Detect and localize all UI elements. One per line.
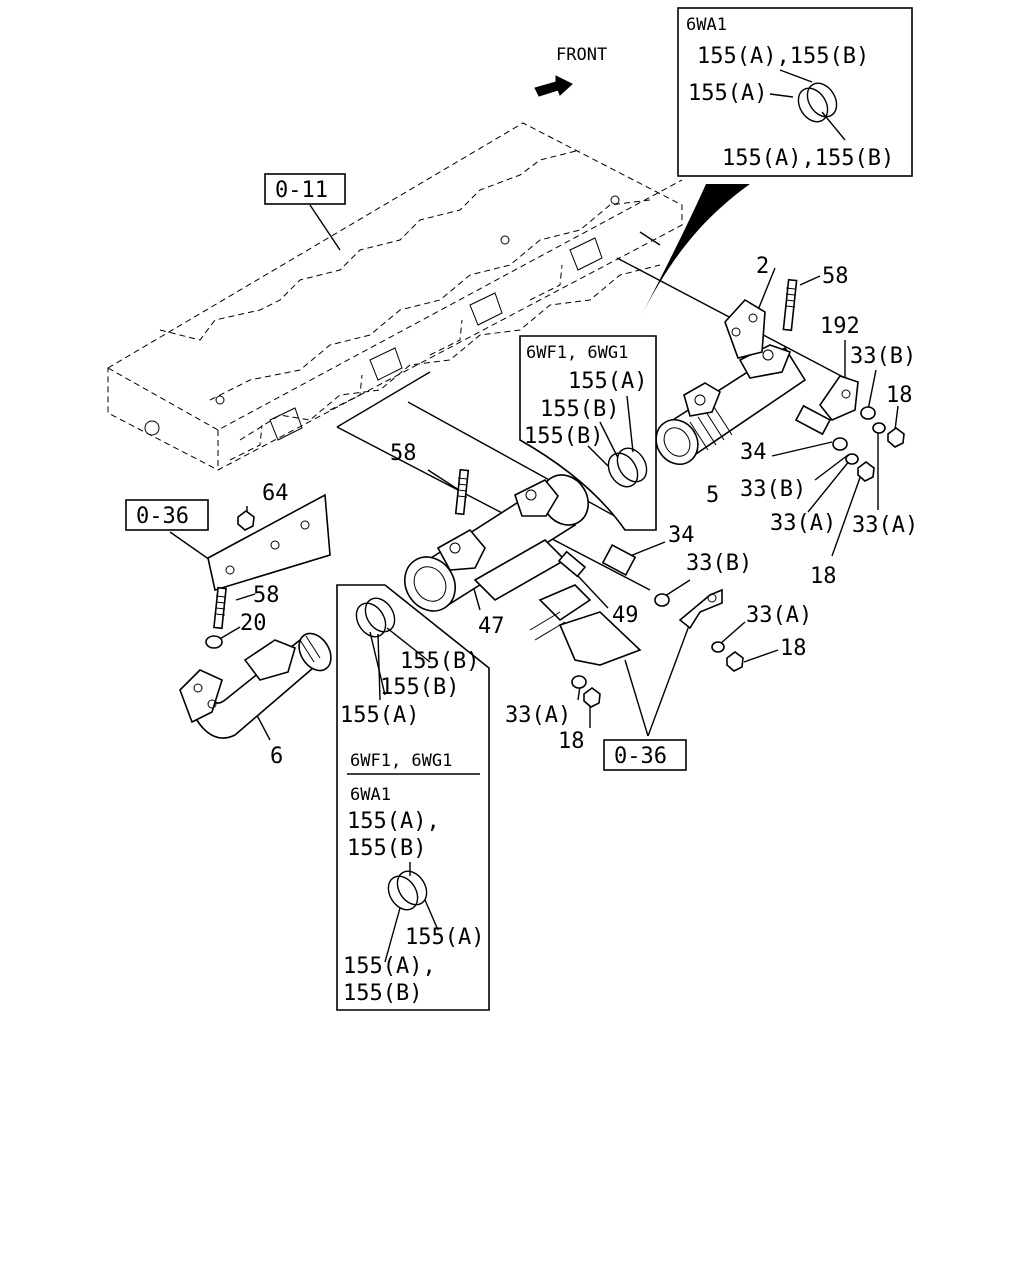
callout-18-3: 18 (780, 636, 807, 661)
ref-label-0-11: 0-11 (275, 178, 328, 203)
ref-box-0-36-bottom: 0-36 (603, 739, 687, 771)
callout-33b-2: 33(B) (740, 477, 806, 502)
ref-box-0-36-left: 0-36 (125, 499, 209, 531)
inset-bottom-header-2: 6WA1 (350, 785, 391, 805)
bracket-right (678, 588, 744, 672)
inset-top-label-1: 155(A),155(B) (697, 44, 869, 69)
inset-bottom-label-2: 155(B) (380, 675, 459, 700)
callout-5: 5 (706, 483, 719, 508)
lower-fasteners (571, 675, 601, 708)
exhaust-pipe-middle (404, 468, 670, 666)
inset-bottom-label-6: 155(A) (405, 925, 484, 950)
inset-6wa1-top: 6WA1 155(A),155(B) 155(A) 155(A),155(B) (677, 7, 913, 177)
inset-6wf1-mid: 6WF1, 6WG1 155(A) 155(B) 155(B) (519, 335, 657, 531)
ref-label-0-36-left: 0-36 (136, 504, 189, 529)
inset-bottom-label-7: 155(A), (343, 954, 436, 979)
inset-top-label-2: 155(A) (688, 81, 767, 106)
inset-bottom: 155(B) 155(B) 155(A) 6WF1, 6WG1 6WA1 155… (336, 584, 490, 1011)
callout-58-upper: 58 (822, 264, 849, 289)
callout-192: 192 (820, 314, 860, 339)
callout-34-2: 34 (668, 523, 695, 548)
inset-top-label-3: 155(A),155(B) (722, 146, 894, 171)
inset-mid-label-3: 155(B) (524, 424, 603, 449)
callout-2: 2 (756, 254, 769, 279)
inset-bottom-label-5: 155(B) (347, 836, 426, 861)
callout-18-2: 18 (810, 564, 837, 589)
inset-mid-header: 6WF1, 6WG1 (526, 343, 628, 363)
callout-47: 47 (478, 614, 505, 639)
seal-ring-icon (387, 870, 428, 911)
callout-18-1: 18 (886, 383, 913, 408)
callout-33b-1: 33(B) (850, 344, 916, 369)
part-callouts: 2 58 192 33(B) 18 34 33(B) 5 33(A) 33(A)… (240, 254, 918, 769)
cylinder-head (107, 122, 683, 471)
upper-fasteners (832, 406, 905, 482)
callout-6: 6 (270, 744, 283, 769)
exhaust-pipe-lower (179, 493, 332, 739)
exhaust-pipe-upper (655, 278, 859, 465)
callout-18-4: 18 (558, 729, 585, 754)
inset-top-header: 6WA1 (686, 15, 727, 35)
front-indicator: FRONT (534, 45, 607, 97)
inset-mid-label-2: 155(B) (540, 397, 619, 422)
seal-ring-icon (797, 82, 838, 123)
inset-bottom-header-1: 6WF1, 6WG1 (350, 751, 452, 771)
inset-bottom-label-3: 155(A) (340, 703, 419, 728)
callout-33a-1: 33(A) (770, 511, 836, 536)
callout-34-1: 34 (740, 440, 767, 465)
inset-mid-label-1: 155(A) (568, 369, 647, 394)
inset-bottom-label-8: 155(B) (343, 981, 422, 1006)
callout-58-mid: 58 (390, 441, 417, 466)
ref-box-0-11: 0-11 (264, 173, 346, 205)
callout-58-lower: 58 (253, 583, 280, 608)
ref-label-0-36-bottom: 0-36 (614, 744, 667, 769)
seal-ring-icon (607, 447, 648, 488)
front-arrow-icon (534, 75, 573, 97)
callout-33a-4: 33(A) (505, 703, 571, 728)
callout-49: 49 (612, 603, 639, 628)
callout-33a-3: 33(A) (746, 603, 812, 628)
callout-33a-2: 33(A) (852, 513, 918, 538)
inset-bottom-label-1: 155(B) (400, 649, 479, 674)
callout-33b-3: 33(B) (686, 551, 752, 576)
inset-bottom-label-4: 155(A), (347, 809, 440, 834)
callout-64: 64 (262, 481, 289, 506)
front-label: FRONT (556, 45, 607, 65)
callout-20: 20 (240, 611, 267, 636)
